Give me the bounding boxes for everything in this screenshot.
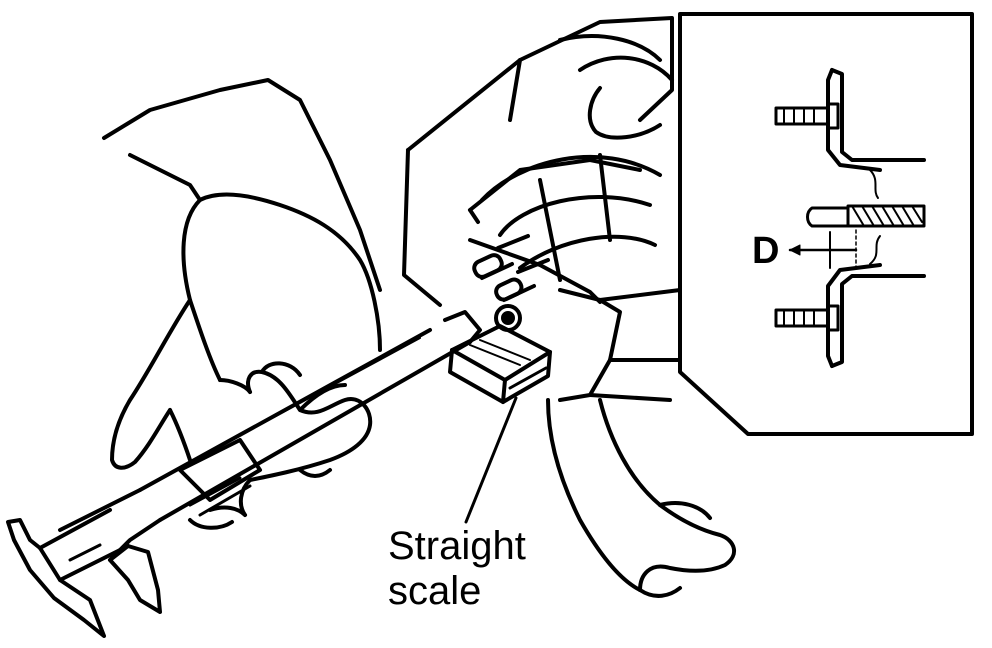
vernier-caliper xyxy=(6,310,482,638)
inset-detail-box xyxy=(678,12,974,436)
caliper-fixed-jaw xyxy=(6,518,106,638)
bearing-cylinder xyxy=(468,153,662,304)
straight-scale-block xyxy=(448,324,552,404)
caliper-vernier-slider xyxy=(178,438,262,502)
callout-leader-line xyxy=(464,396,518,524)
thumb xyxy=(246,369,373,482)
caliper-beam-bottom xyxy=(158,340,472,522)
sleeve xyxy=(102,78,382,292)
second-hand xyxy=(546,398,736,598)
inset-frame xyxy=(678,12,974,436)
inset-brush xyxy=(806,204,926,228)
hand-and-sleeve xyxy=(102,78,382,530)
hand-outline xyxy=(198,192,382,352)
callout-label-line1: Straight xyxy=(388,524,526,568)
inset-dimension-label: D xyxy=(752,230,780,272)
callout-label-line2: scale xyxy=(388,569,482,613)
inset-bracket-profile xyxy=(830,68,926,162)
caliper-sliding-jaw xyxy=(108,544,162,614)
housing-pins xyxy=(472,234,550,332)
lower-housing-block xyxy=(558,288,682,402)
